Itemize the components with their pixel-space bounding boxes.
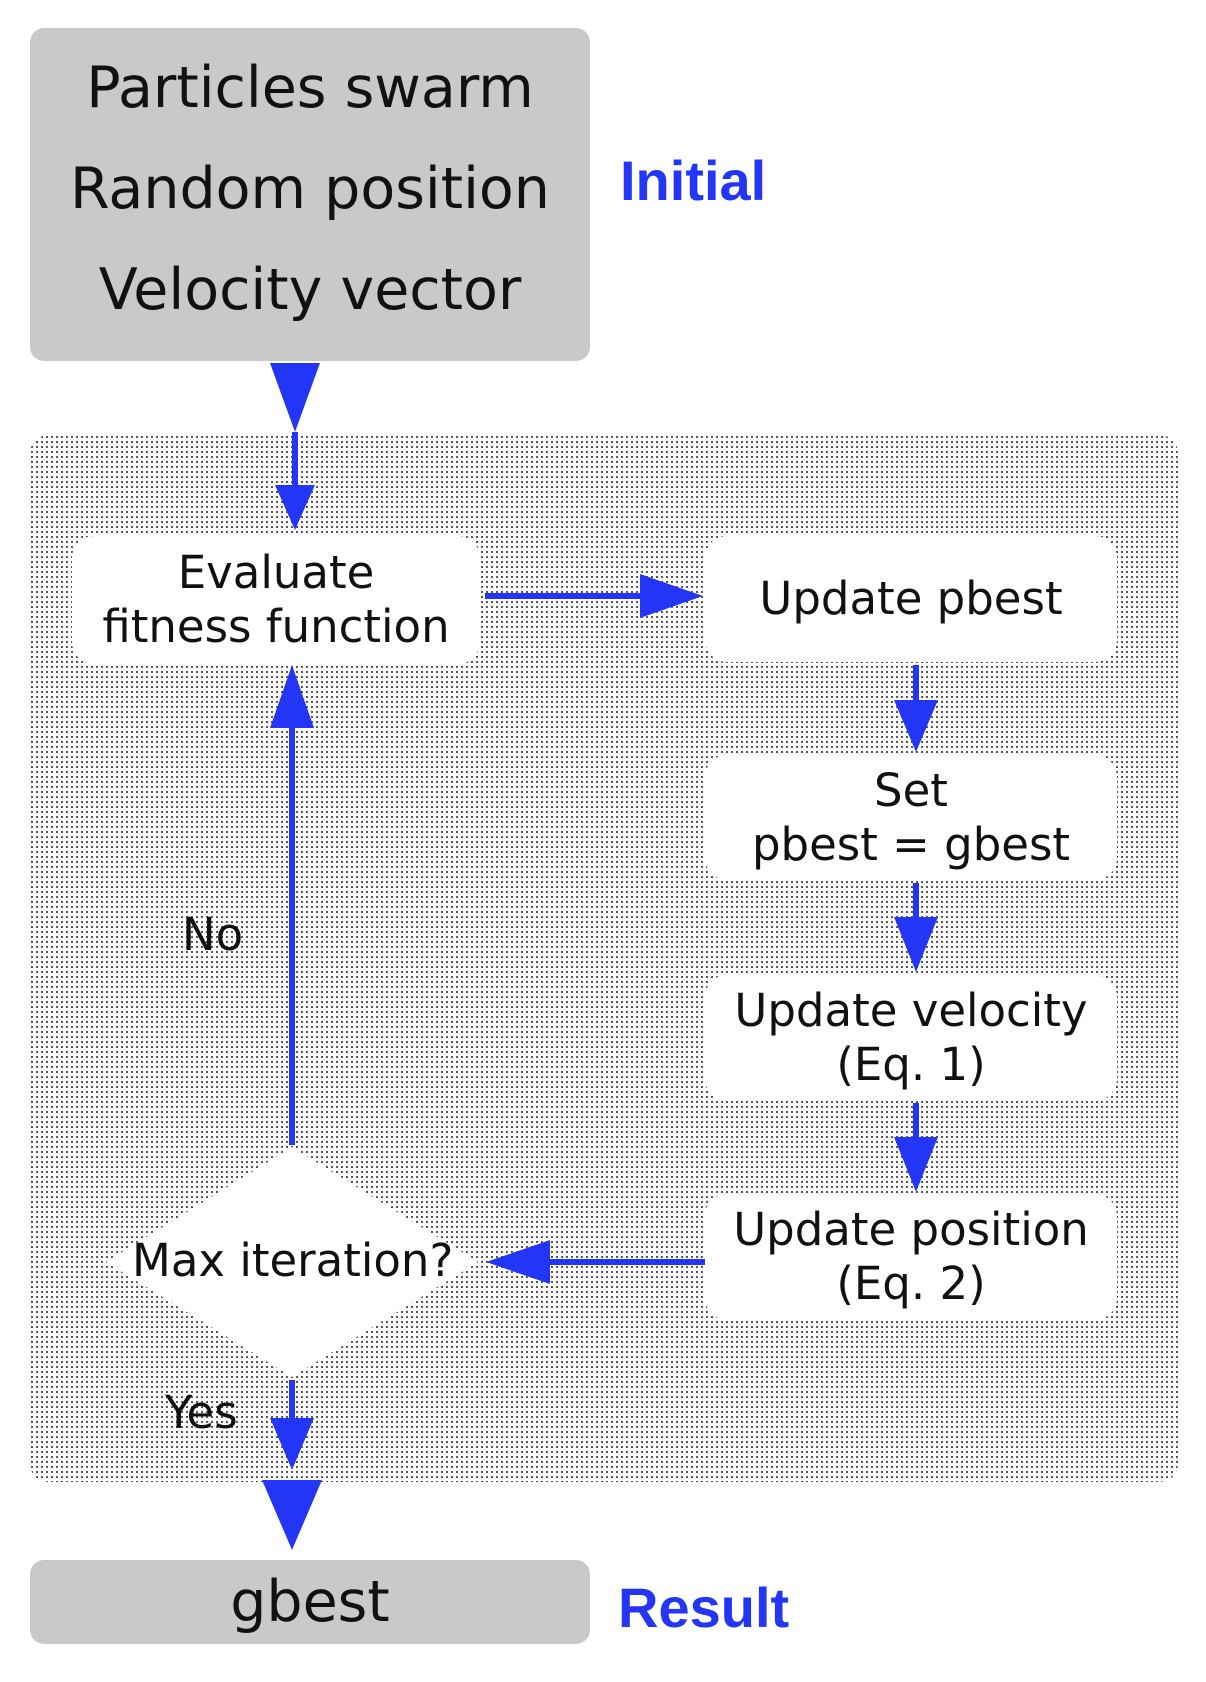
yes-flow-small-arrowhead <box>270 1418 314 1470</box>
evaluate-fitness-box: Evaluate fitness function <box>72 536 480 664</box>
velocity-line-1: Update velocity <box>734 984 1088 1037</box>
position-line-1: Update position <box>733 1203 1089 1256</box>
update-velocity-box: Update velocity (Eq. 1) <box>705 975 1117 1101</box>
velocity-to-position-arrowhead <box>894 1137 938 1192</box>
no-label: No <box>182 908 244 961</box>
evaluate-to-pbest-arrowhead <box>640 574 703 618</box>
initial-flow-arrowhead <box>275 485 315 530</box>
initial-line-2: Random position <box>70 156 550 222</box>
decision-text: Max iteration? <box>132 1234 454 1287</box>
update-pbest-text: Update pbest <box>759 572 1063 625</box>
result-stage-label: Result <box>618 1576 790 1639</box>
initial-box <box>30 28 590 361</box>
initial-box-text: Particles swarm Random position Velocity… <box>30 38 590 341</box>
position-line-2: (Eq. 2) <box>836 1257 986 1310</box>
yes-flow-triangle <box>262 1480 322 1550</box>
yes-label: Yes <box>165 1386 238 1439</box>
evaluate-line-2: fitness function <box>102 600 450 653</box>
set-line-1: Set <box>874 763 948 817</box>
evaluate-line-1: Evaluate <box>177 546 375 599</box>
set-to-velocity-arrowhead <box>894 917 938 972</box>
result-box <box>30 1560 590 1644</box>
pbest-to-set-arrowhead <box>894 700 938 752</box>
initial-line-1: Particles swarm <box>86 55 534 121</box>
set-pbest-box: Set pbest = gbest <box>705 755 1117 880</box>
velocity-line-2: (Eq. 1) <box>836 1038 986 1091</box>
decision-diamond <box>106 1147 478 1377</box>
initial-stage-label: Initial <box>620 149 767 212</box>
set-line-2: pbest = gbest <box>751 817 1071 871</box>
position-to-decision-arrowhead <box>486 1240 550 1284</box>
update-position-box: Update position (Eq. 2) <box>705 1194 1117 1320</box>
result-text: gbest <box>230 1569 390 1635</box>
update-pbest-box: Update pbest <box>705 536 1117 662</box>
initial-flow-triangle <box>270 363 320 432</box>
no-loop-arrowhead <box>270 665 314 728</box>
initial-line-3: Velocity vector <box>98 257 522 323</box>
